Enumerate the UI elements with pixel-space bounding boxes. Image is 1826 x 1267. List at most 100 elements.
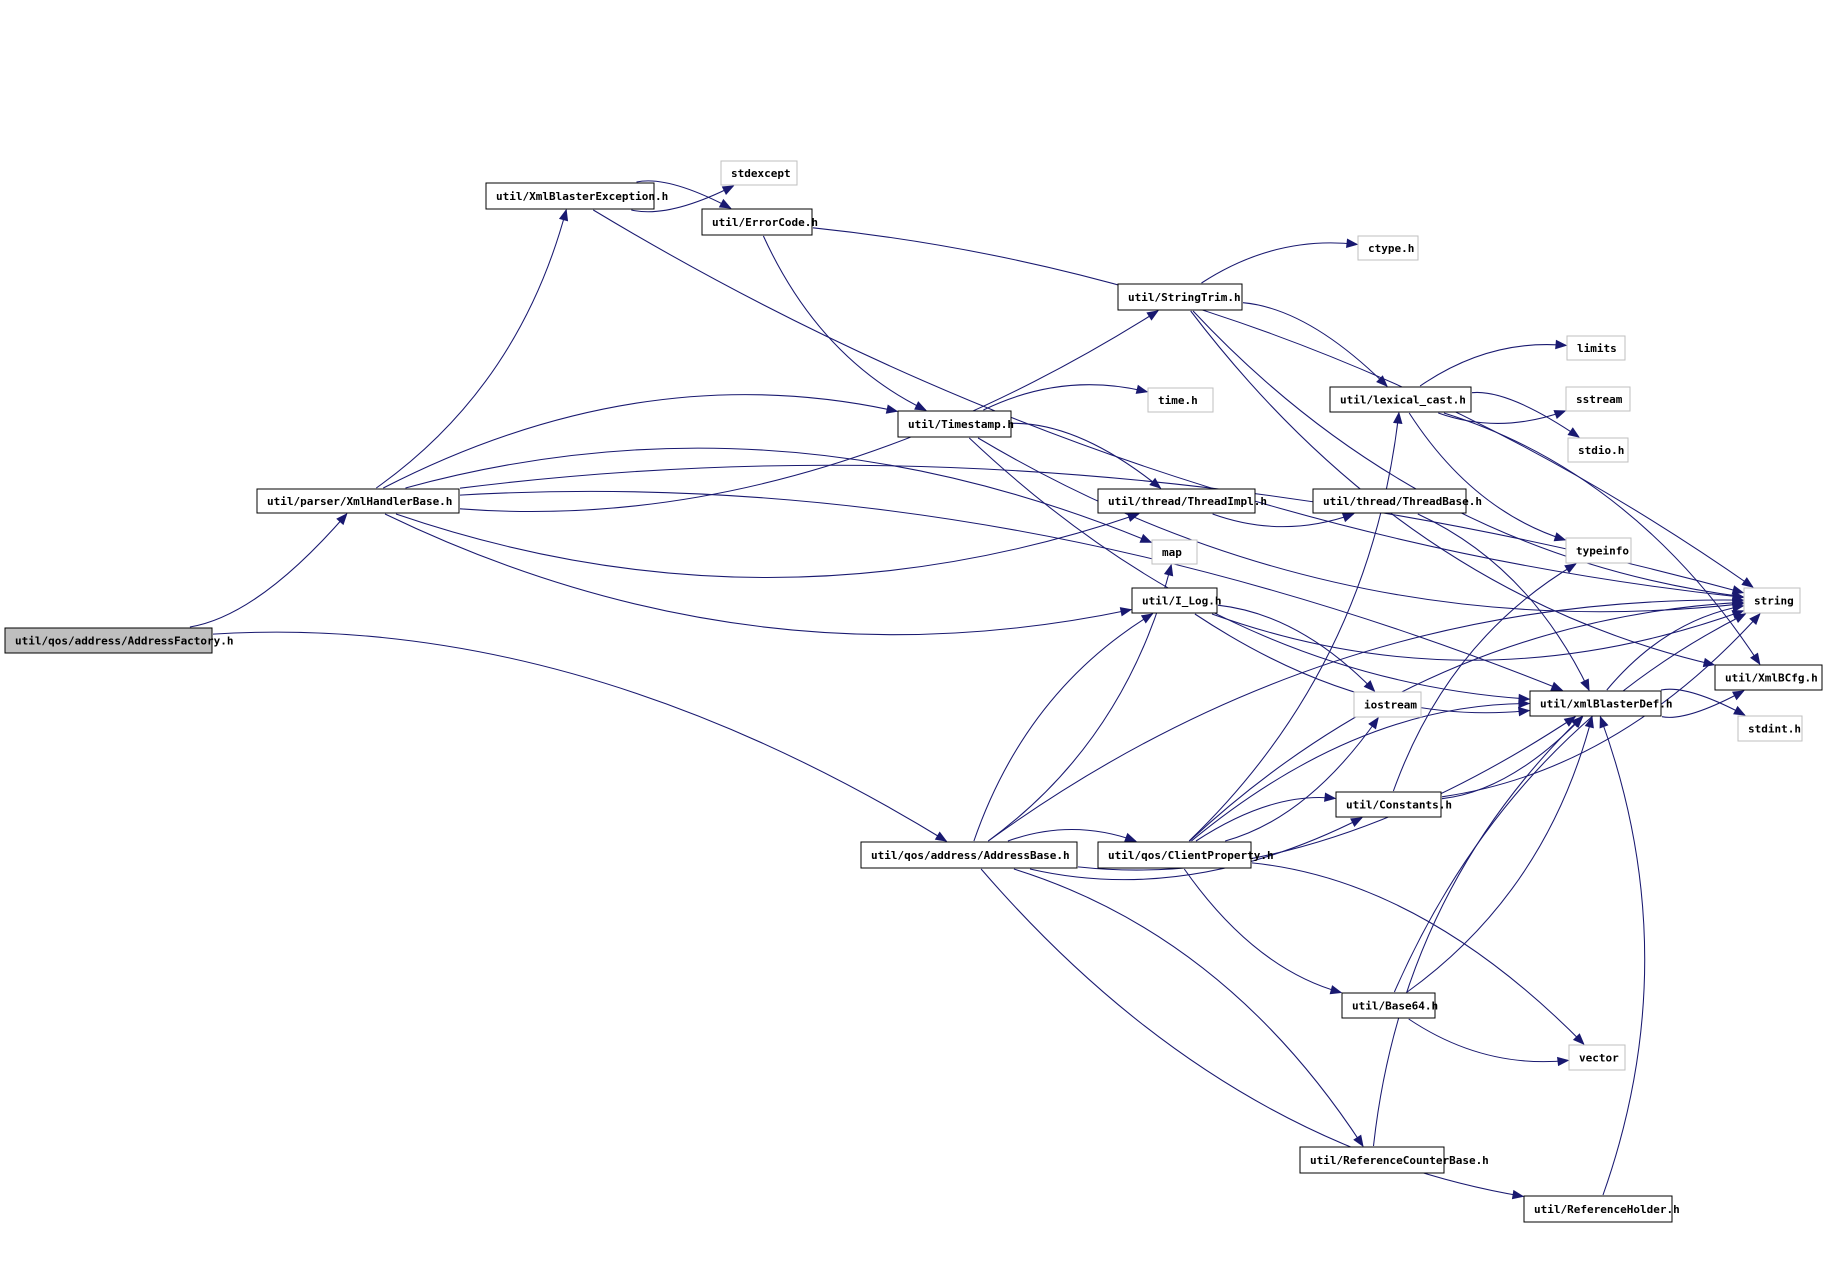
node-box-timestamp[interactable] xyxy=(897,410,1012,438)
node-refcounterbase[interactable]: util/ReferenceCounterBase.h xyxy=(1299,1146,1489,1174)
node-addressbase[interactable]: util/qos/address/AddressBase.h xyxy=(860,841,1078,869)
node-map[interactable]: map xyxy=(1151,539,1198,565)
node-label-xmlblasterexception: util/XmlBlasterException.h xyxy=(496,190,668,203)
arrowhead-lexicalcast-to-sstream xyxy=(1553,410,1567,419)
edge-stringtrim-to-xmlbcfg xyxy=(1190,310,1715,666)
node-label-vector: vector xyxy=(1579,1052,1619,1065)
node-box-vector[interactable] xyxy=(1568,1044,1626,1071)
node-sstream[interactable]: sstream xyxy=(1565,386,1631,412)
edge-xmlhandlerbase-to-string xyxy=(459,464,1744,594)
node-box-xmlblasterdef[interactable] xyxy=(1529,690,1662,717)
arrowhead-refcounterbase-to-xmlblasterdef xyxy=(1570,716,1583,728)
arrowhead-timestamp-to-threadimpl xyxy=(1149,477,1162,489)
node-box-errorcode[interactable] xyxy=(701,208,813,236)
node-box-xmlblasterexception[interactable] xyxy=(485,182,655,210)
node-label-string: string xyxy=(1754,595,1794,608)
node-box-stringtrim[interactable] xyxy=(1117,283,1243,311)
edge-clientproperty-to-constants xyxy=(1195,797,1336,842)
node-box-limits[interactable] xyxy=(1566,335,1626,361)
node-box-stdio[interactable] xyxy=(1567,437,1629,463)
node-xmlblasterdef[interactable]: util/xmlBlasterDef.h xyxy=(1529,690,1672,717)
arrowhead-addressbase-to-clientproperty xyxy=(1124,832,1137,842)
node-box-addressfactory[interactable] xyxy=(4,627,213,654)
node-constants[interactable]: util/Constants.h xyxy=(1335,791,1452,818)
node-ilog[interactable]: util/I_Log.h xyxy=(1131,587,1221,614)
arrowhead-xmlblasterdef-to-stdint xyxy=(1733,705,1746,716)
node-box-clientproperty[interactable] xyxy=(1097,841,1252,869)
node-addressfactory[interactable]: util/qos/address/AddressFactory.h xyxy=(4,627,234,654)
edge-xmlhandlerbase-to-threadimpl xyxy=(395,513,1139,579)
node-iostream[interactable]: iostream xyxy=(1353,691,1422,718)
node-box-ctype[interactable] xyxy=(1357,235,1419,261)
node-clientproperty[interactable]: util/qos/ClientProperty.h xyxy=(1097,841,1274,869)
node-stringtrim[interactable]: util/StringTrim.h xyxy=(1117,283,1243,311)
node-vector[interactable]: vector xyxy=(1568,1044,1626,1071)
node-label-ctype: ctype.h xyxy=(1368,242,1414,255)
node-xmlhandlerbase[interactable]: util/parser/XmlHandlerBase.h xyxy=(256,488,460,514)
arrowhead-clientproperty-to-iostream xyxy=(1368,716,1379,730)
node-label-map: map xyxy=(1162,546,1182,559)
node-label-xmlbcfg: util/XmlBCfg.h xyxy=(1725,672,1818,685)
edge-xmlhandlerbase-to-xmlblasterexception xyxy=(375,209,567,489)
node-box-refcounterbase[interactable] xyxy=(1299,1146,1445,1174)
node-box-lexicalcast[interactable] xyxy=(1329,386,1472,413)
node-timeh[interactable]: time.h xyxy=(1147,387,1214,413)
edge-xmlblasterdef-to-xmlbcfg xyxy=(1661,690,1744,718)
node-lexicalcast[interactable]: util/lexical_cast.h xyxy=(1329,386,1472,413)
node-box-stdexcept[interactable] xyxy=(720,160,798,186)
node-timestamp[interactable]: util/Timestamp.h xyxy=(897,410,1014,438)
edge-timestamp-to-threadimpl xyxy=(1011,422,1161,489)
arrowhead-clientproperty-to-xmlblasterdef xyxy=(1518,698,1531,709)
node-box-base64[interactable] xyxy=(1341,992,1436,1019)
node-typeinfo[interactable]: typeinfo xyxy=(1565,537,1632,564)
arrowhead-constants-to-typeinfo xyxy=(1564,563,1577,574)
node-box-xmlhandlerbase[interactable] xyxy=(256,488,460,514)
node-threadimpl[interactable]: util/thread/ThreadImpl.h xyxy=(1097,488,1267,514)
node-box-constants[interactable] xyxy=(1335,791,1442,818)
node-stdio[interactable]: stdio.h xyxy=(1567,437,1629,463)
node-xmlblasterexception[interactable]: util/XmlBlasterException.h xyxy=(485,182,668,210)
arrowhead-lexicalcast-to-xmlbcfg xyxy=(1750,652,1761,666)
node-box-xmlbcfg[interactable] xyxy=(1714,664,1823,691)
node-box-sstream[interactable] xyxy=(1565,386,1631,412)
node-limits[interactable]: limits xyxy=(1566,335,1626,361)
edge-clientproperty-to-iostream xyxy=(1225,717,1379,842)
arrowhead-errorcode-to-string xyxy=(1741,577,1754,588)
node-label-timeh: time.h xyxy=(1158,394,1198,407)
node-threadbase[interactable]: util/thread/ThreadBase.h xyxy=(1312,488,1482,514)
node-box-iostream[interactable] xyxy=(1353,691,1422,718)
node-box-map[interactable] xyxy=(1151,539,1198,565)
node-box-threadbase[interactable] xyxy=(1312,488,1467,514)
node-errorcode[interactable]: util/ErrorCode.h xyxy=(701,208,818,236)
arrowhead-stringtrim-to-lexicalcast xyxy=(1376,375,1388,387)
edge-timestamp-to-timeh xyxy=(983,384,1148,411)
node-refholder[interactable]: util/ReferenceHolder.h xyxy=(1523,1195,1680,1223)
edge-lexicalcast-to-xmlbcfg xyxy=(1443,412,1761,665)
node-base64[interactable]: util/Base64.h xyxy=(1341,992,1438,1019)
node-stdexcept[interactable]: stdexcept xyxy=(720,160,798,186)
node-box-threadimpl[interactable] xyxy=(1097,488,1256,514)
edge-refholder-to-xmlblasterdef xyxy=(1599,716,1646,1196)
arrowhead-lexicalcast-to-typeinfo xyxy=(1553,532,1567,542)
arrowhead-addressfactory-to-addressbase xyxy=(934,831,948,842)
node-ctype[interactable]: ctype.h xyxy=(1357,235,1419,261)
node-xmlbcfg[interactable]: util/XmlBCfg.h xyxy=(1714,664,1823,691)
arrowhead-clientproperty-to-string xyxy=(1732,597,1745,608)
node-string[interactable]: string xyxy=(1743,587,1801,614)
node-box-stdint[interactable] xyxy=(1737,715,1803,742)
node-box-addressbase[interactable] xyxy=(860,841,1078,869)
edge-addressbase-to-refholder xyxy=(980,868,1524,1197)
node-box-string[interactable] xyxy=(1743,587,1801,614)
node-stdint[interactable]: stdint.h xyxy=(1737,715,1803,742)
edge-lexicalcast-to-stdio xyxy=(1471,391,1580,438)
node-box-timeh[interactable] xyxy=(1147,387,1214,413)
arrowhead-stringtrim-to-ctype xyxy=(1346,238,1359,248)
node-label-timestamp: util/Timestamp.h xyxy=(908,418,1014,431)
arrowhead-xmlhandlerbase-to-stringtrim xyxy=(1146,310,1159,321)
node-box-ilog[interactable] xyxy=(1131,587,1218,614)
edge-stringtrim-to-ctype xyxy=(1201,242,1358,284)
node-box-refholder[interactable] xyxy=(1523,1195,1673,1223)
node-label-clientproperty: util/qos/ClientProperty.h xyxy=(1108,849,1274,862)
node-box-typeinfo[interactable] xyxy=(1565,537,1632,564)
